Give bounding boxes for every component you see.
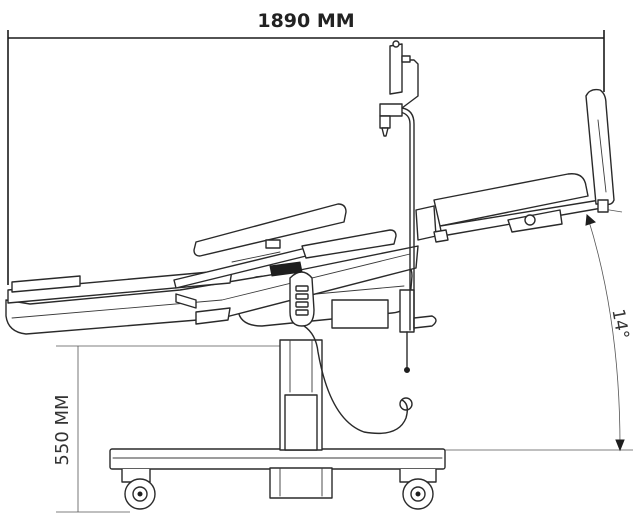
remote-holder	[269, 261, 303, 277]
angle-label: 14°	[607, 308, 632, 341]
seat-cushion	[5, 203, 419, 335]
hanging-tray	[389, 43, 403, 95]
angle-arrow-top	[585, 213, 596, 226]
angle-arrow-bottom	[615, 439, 625, 452]
base-frame	[109, 448, 446, 470]
chair-base	[109, 448, 446, 510]
caster-right	[399, 469, 437, 510]
pole-arm	[379, 103, 403, 117]
instrument-pole	[379, 40, 419, 331]
length-dimension: 1890 MM	[7, 10, 605, 285]
footrest	[585, 88, 615, 206]
seat-pad	[301, 229, 397, 259]
caster-left	[121, 469, 156, 510]
base-foot	[269, 467, 333, 499]
lever-handle	[413, 315, 437, 329]
remote-button-4	[295, 309, 309, 316]
mechanism-box	[331, 299, 389, 329]
remote-cable	[303, 325, 409, 435]
leg-joint	[415, 205, 437, 241]
leg-section	[415, 88, 615, 243]
column-lower	[284, 394, 318, 451]
armrest-pad	[193, 203, 347, 257]
remote-button-3	[295, 301, 309, 308]
remote-button-2	[295, 293, 309, 300]
headrest-pad	[11, 275, 81, 293]
seat-cushion-edge	[7, 269, 233, 304]
height-dimension: 550 MM	[52, 345, 290, 513]
length-label: 1890 MM	[257, 10, 354, 32]
remote-button-1	[295, 285, 309, 292]
leg-cushion	[433, 173, 589, 227]
angle-arc	[587, 217, 621, 447]
hand-remote	[269, 261, 413, 435]
mechanism-bracket	[399, 289, 415, 333]
height-label: 550 MM	[52, 394, 73, 465]
lift-column	[279, 339, 323, 451]
